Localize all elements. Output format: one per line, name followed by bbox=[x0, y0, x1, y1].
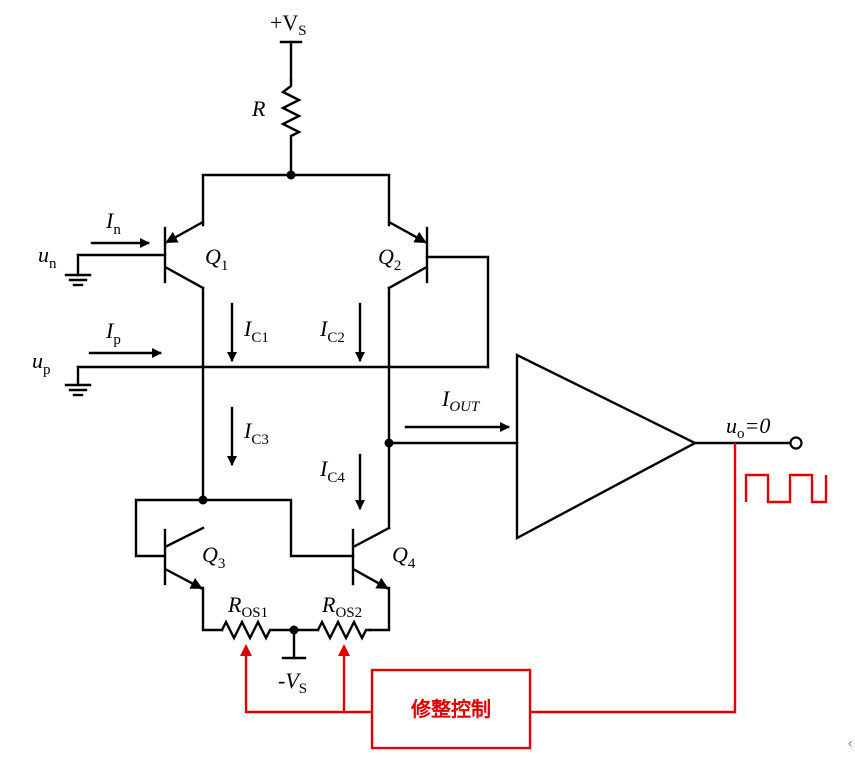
transistor-q3 bbox=[163, 526, 205, 590]
label-ic1: IC1 bbox=[243, 316, 269, 346]
transistor-q2 bbox=[387, 220, 490, 369]
label-in: In bbox=[105, 208, 121, 238]
transistor-q4 bbox=[351, 526, 391, 590]
ground-up bbox=[64, 365, 92, 397]
wire-top-rail bbox=[201, 173, 391, 227]
label-ros2: ROS2 bbox=[321, 592, 362, 621]
ground-un bbox=[64, 253, 92, 287]
label-vs-neg: -VS bbox=[278, 668, 307, 697]
label-q1: Q1 bbox=[205, 244, 228, 274]
wire-mirror-base bbox=[134, 498, 205, 558]
label-q4: Q4 bbox=[392, 542, 416, 572]
label-ic4: IC4 bbox=[319, 456, 345, 486]
label-ros1: ROS1 bbox=[227, 592, 268, 621]
label-iout: IOUT bbox=[441, 386, 481, 415]
positive-supply bbox=[279, 40, 303, 82]
resistor-ros2 bbox=[316, 619, 372, 641]
resistor-r bbox=[280, 78, 302, 177]
label-vs-pos: +VS bbox=[270, 10, 307, 39]
label-q2: Q2 bbox=[378, 244, 401, 274]
label-up: up bbox=[32, 348, 51, 378]
resistor-ros1 bbox=[220, 619, 320, 641]
corner-mark: ‹ bbox=[847, 736, 853, 752]
label-q3: Q3 bbox=[202, 542, 225, 572]
negative-supply bbox=[281, 628, 307, 660]
wire-mirror-link bbox=[201, 498, 355, 558]
amplifier bbox=[515, 353, 698, 541]
label-ic2: IC2 bbox=[319, 316, 345, 346]
wire-q4-emitter bbox=[368, 586, 391, 632]
label-un: un bbox=[38, 242, 57, 272]
square-wave bbox=[744, 473, 828, 504]
label-ic3: IC3 bbox=[243, 418, 269, 448]
label-ip: Ip bbox=[105, 318, 121, 348]
control-wire-ros1 bbox=[240, 644, 372, 714]
label-uo: uo=0 bbox=[726, 413, 770, 442]
trim-control-box bbox=[370, 668, 532, 750]
output-terminal bbox=[789, 436, 803, 450]
wire-q3-emitter bbox=[199, 586, 224, 632]
transistor-q1 bbox=[76, 220, 205, 290]
label-r: R bbox=[251, 96, 266, 121]
control-wire-out bbox=[530, 443, 737, 714]
label-trim-control: 修整控制 bbox=[410, 697, 491, 721]
